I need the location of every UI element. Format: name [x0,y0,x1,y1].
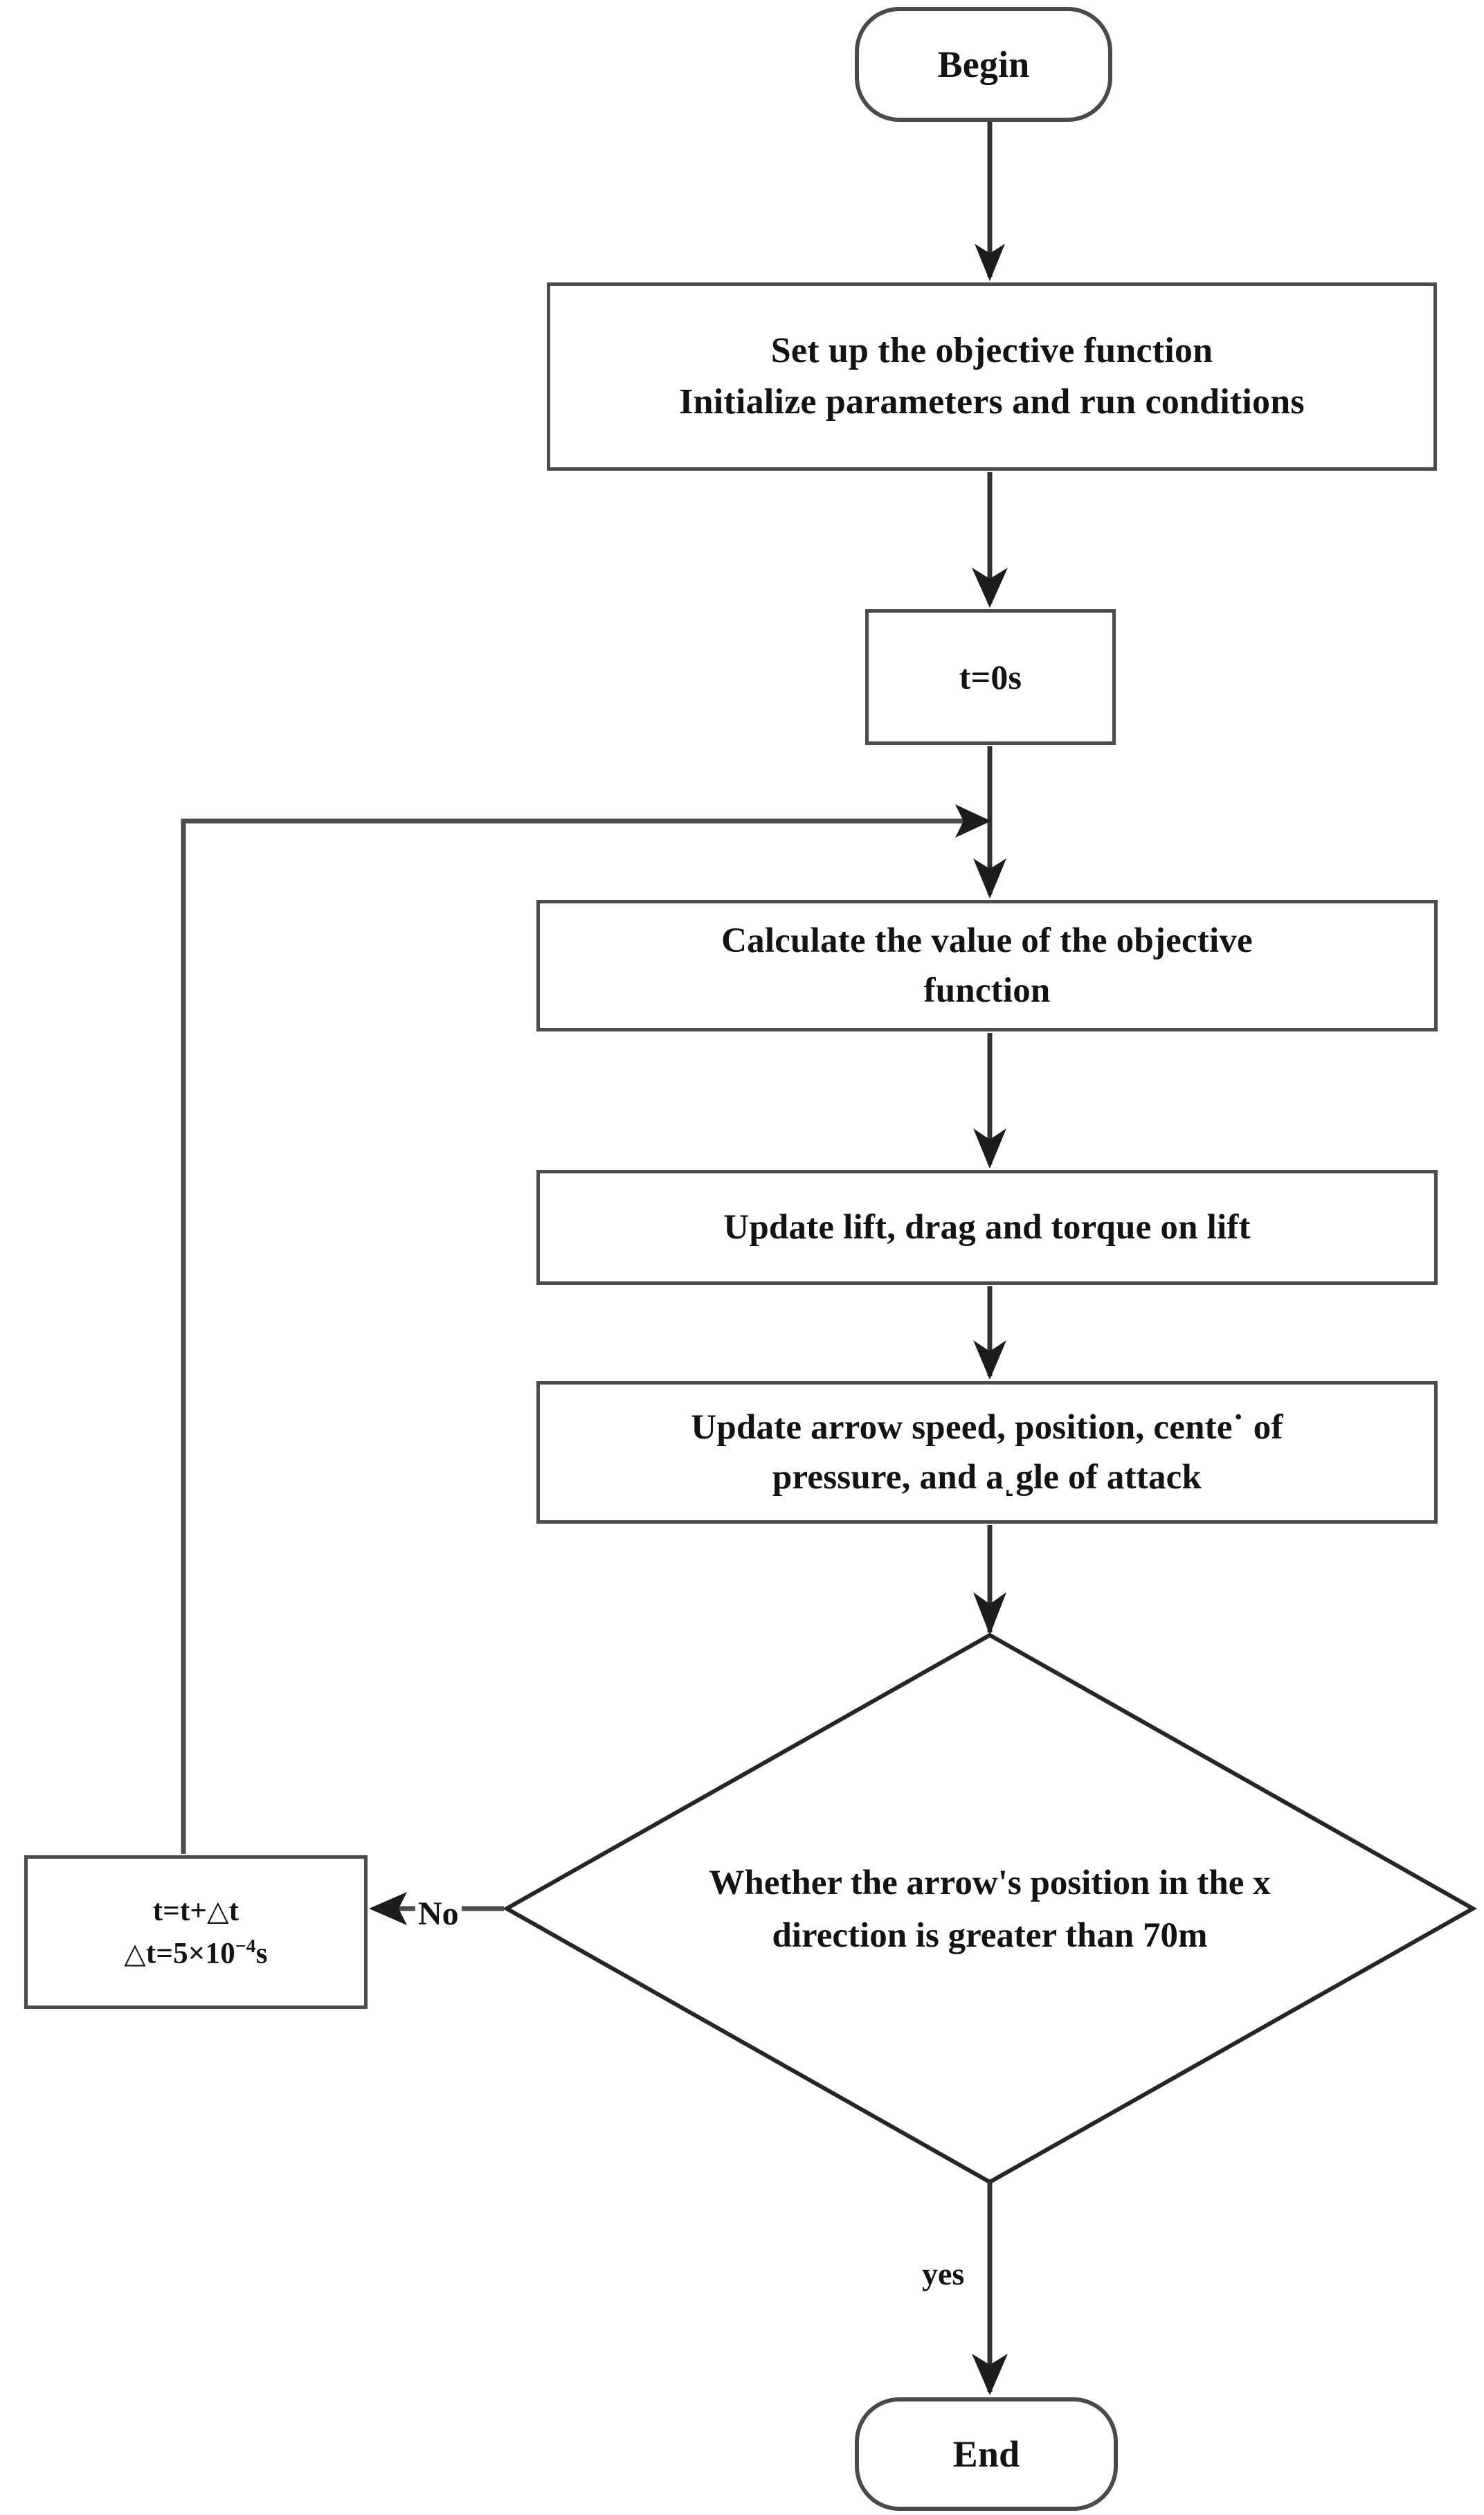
node-time-step-line2: △t=5×10−4s [124,1932,267,1974]
node-update-forces[interactable]: Update lift, drag and torque on lift [536,1170,1438,1285]
node-setup-line1: Set up the objective function [770,331,1213,371]
edge-loop-back-to-calculate [181,818,970,1854]
arrowhead-update-state-to-decision [973,1592,1006,1635]
triangle-delta-icon-2: △ [124,1938,146,1969]
arrowhead-start-to-setup [975,244,1005,281]
node-time-step-line1-prefix: t=t+ [152,1894,208,1927]
node-time-step-line1: t=t+△t [124,1890,267,1932]
node-time-step-line2-prefix: t=5×10 [145,1937,235,1970]
triangle-delta-icon: △ [207,1895,229,1927]
node-calculate-line2: function [923,971,1051,1010]
node-start-label: Begin [937,43,1030,85]
edge-label-yes: yes [919,2255,968,2292]
node-decision[interactable]: Whether the arrow's position in the x di… [578,1840,1402,1978]
node-update-state-line2: pressure, and a˻gle of attack [772,1458,1202,1497]
node-time-init[interactable]: t=0s [865,609,1116,745]
node-time-step-line1-suffix: t [228,1894,239,1927]
node-calculate-text: Calculate the value of the objective fun… [721,916,1253,1016]
node-time-step-line2-suffix: s [255,1937,268,1970]
arrowhead-decision-yes [972,2354,1008,2395]
node-end[interactable]: End [855,2397,1118,2511]
node-time-init-label: t=0s [959,657,1022,696]
node-update-state-line1: Update arrow speed, position, cente˙ of [691,1407,1283,1447]
node-time-step[interactable]: t=t+△t △t=5×10−4s [24,1855,368,2009]
node-decision-line2: direction is greater than 70m [772,1916,1208,1955]
arrowhead-calculate-to-update-forces [973,1128,1006,1169]
arrowhead-update-forces-to-update-state [973,1340,1006,1380]
arrowhead-loop-back [955,804,991,838]
node-setup-text: Set up the objective function Initialize… [679,325,1305,428]
node-time-step-text: t=t+△t △t=5×10−4s [124,1890,267,1974]
node-time-step-exponent: −4 [235,1934,256,1956]
node-end-label: End [952,2433,1020,2475]
node-update-forces-label: Update lift, drag and torque on lift [723,1207,1251,1247]
node-decision-line1: Whether the arrow's position in the x [709,1863,1271,1902]
node-update-state[interactable]: Update arrow speed, position, cente˙ of … [536,1381,1438,1524]
edge-label-no: No [415,1895,462,1933]
node-calculate-line1: Calculate the value of the objective [721,921,1253,960]
node-update-state-text: Update arrow speed, position, cente˙ of … [691,1403,1283,1503]
node-setup-line2: Initialize parameters and run conditions [679,382,1305,422]
node-start[interactable]: Begin [855,7,1112,122]
node-decision-text: Whether the arrow's position in the x di… [709,1857,1270,1963]
arrowhead-decision-no [369,1892,407,1925]
node-setup[interactable]: Set up the objective function Initialize… [547,282,1437,471]
node-calculate[interactable]: Calculate the value of the objective fun… [536,900,1438,1031]
arrowhead-time-init-to-calculate [973,858,1006,899]
arrowhead-setup-to-time-init [972,568,1008,608]
